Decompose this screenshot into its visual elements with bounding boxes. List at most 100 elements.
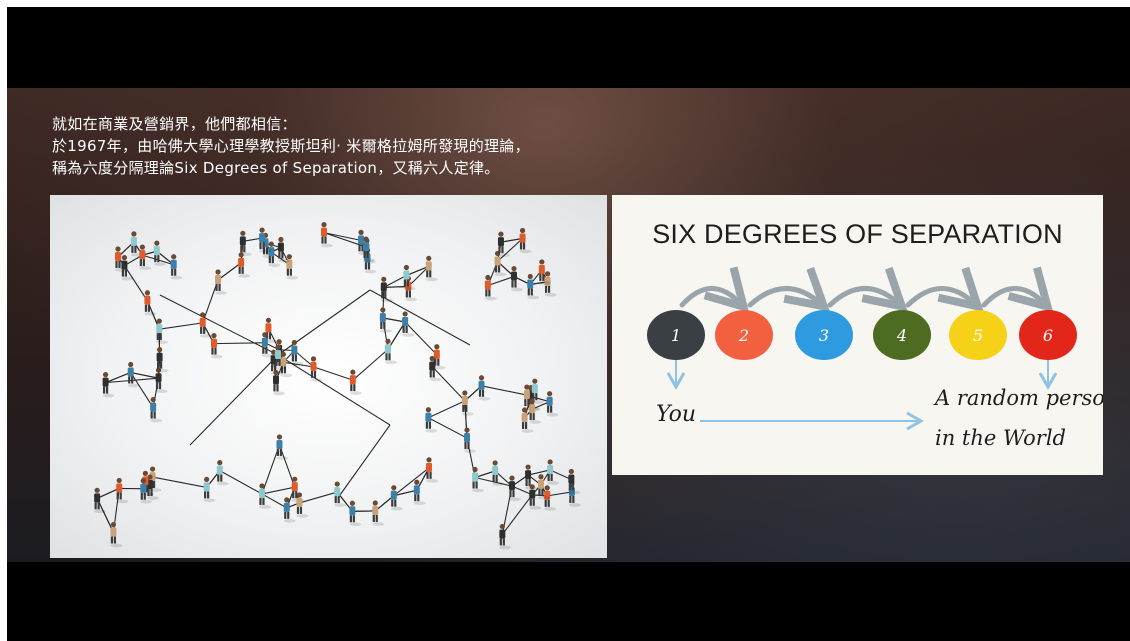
person-icon — [110, 521, 123, 548]
step-6-circle: 6 — [1019, 310, 1077, 360]
person-icon — [215, 269, 228, 295]
person-icon — [568, 468, 581, 495]
person-icon — [390, 485, 403, 511]
you-label: You — [656, 402, 696, 427]
curve-arrow-icon — [679, 266, 750, 313]
person-icon — [425, 407, 438, 433]
person-icon — [372, 500, 385, 526]
person-icon — [429, 355, 442, 382]
step-4-circle: 4 — [873, 310, 931, 360]
degrees-chain: 1 2 3 4 5 6 You A random person in the World — [647, 266, 1103, 450]
person-icon — [413, 479, 426, 506]
person-icon — [544, 271, 557, 297]
step-3-label: 3 — [819, 326, 829, 345]
person-icon — [170, 254, 183, 280]
person-icon — [537, 474, 550, 500]
person-icon — [519, 227, 532, 254]
person-icon — [272, 369, 285, 396]
person-icon — [334, 481, 347, 507]
person-figures — [94, 222, 581, 550]
person-icon — [259, 227, 272, 253]
step-5-label: 5 — [973, 326, 983, 345]
step-2-label: 2 — [738, 326, 749, 345]
person-icon — [121, 255, 134, 281]
curve-arrow-icon — [827, 266, 908, 312]
person-icon — [283, 497, 296, 523]
person-icon — [210, 333, 223, 359]
person-icon — [497, 231, 510, 257]
person-icon — [116, 477, 129, 504]
person-icon — [547, 459, 560, 485]
person-icon — [510, 265, 523, 292]
person-icon — [102, 372, 115, 398]
person-icon — [203, 476, 216, 503]
person-icon — [127, 361, 140, 388]
caption-line-2: 於1967年，由哈佛大學心理學教授斯坦利· 米爾格拉姆所發現的理論， — [52, 137, 530, 155]
person-icon — [538, 259, 551, 285]
people-network-illustration — [50, 195, 607, 558]
person-icon — [527, 273, 540, 300]
person-icon — [402, 311, 415, 337]
curve-arrow-icon — [747, 266, 830, 312]
connection-curves — [679, 266, 1054, 313]
person-icon — [320, 222, 333, 248]
person-icon — [463, 427, 476, 453]
step-6-label: 6 — [1043, 326, 1053, 345]
step-1-label: 1 — [671, 326, 681, 345]
person-icon — [153, 240, 166, 266]
person-icon — [280, 351, 293, 378]
person-icon — [521, 407, 534, 433]
six-degrees-diagram: SIX DEGREES OF SEPARATION 1 2 3 4 5 6 You A r… — [612, 195, 1103, 475]
person-icon — [499, 523, 512, 550]
person-icon — [156, 318, 169, 344]
slide-caption: 就如在商業及營銷界，他們都相信： 於1967年，由哈佛大學心理學教授斯坦利· 米… — [52, 113, 752, 179]
person-icon — [216, 460, 229, 486]
person-icon — [426, 457, 439, 483]
caption-line-1: 就如在商業及營銷界，他們都相信： — [52, 115, 297, 133]
person-icon — [286, 254, 299, 280]
person-icon — [363, 236, 376, 262]
person-icon — [277, 236, 290, 263]
person-icon — [385, 338, 398, 365]
person-icon — [508, 475, 521, 501]
person-icon — [433, 344, 446, 370]
person-icon — [199, 312, 212, 338]
person-icon — [380, 276, 393, 303]
curve-arrow-icon — [905, 266, 984, 312]
person-icon — [238, 252, 251, 278]
person-icon — [461, 390, 474, 416]
person-icon — [94, 487, 107, 514]
person-icon — [291, 339, 304, 366]
person-icon — [296, 492, 309, 518]
person-icon — [349, 500, 362, 527]
person-icon — [529, 398, 542, 424]
person-icon — [349, 369, 362, 395]
person-icon — [276, 434, 289, 460]
person-icon — [140, 478, 153, 504]
person-icon — [268, 241, 281, 267]
person-icon — [150, 396, 163, 423]
person-icon — [144, 290, 157, 316]
person-icon — [531, 378, 544, 404]
person-icon — [403, 264, 416, 291]
end-label-line-1: A random person — [933, 386, 1103, 410]
person-icon — [310, 356, 323, 382]
person-icon — [544, 485, 557, 511]
person-icon — [258, 483, 271, 509]
person-icon — [529, 484, 542, 510]
person-icon — [147, 474, 160, 500]
curve-arrow-icon — [981, 266, 1054, 313]
network-graphic — [94, 222, 581, 550]
diagram-title: SIX DEGREES OF SEPARATION — [652, 219, 1063, 249]
step-circles: 1 2 3 4 5 6 — [647, 310, 1077, 360]
person-icon — [492, 460, 505, 486]
person-icon — [379, 307, 392, 333]
step-1-circle: 1 — [647, 310, 705, 360]
step-2-circle: 2 — [715, 310, 773, 360]
person-icon — [155, 367, 168, 394]
person-icon — [156, 347, 169, 373]
person-icon — [425, 255, 438, 282]
end-label-line-2: in the World — [935, 426, 1066, 450]
person-icon — [261, 332, 274, 358]
caption-line-3: 稱為六度分隔理論Six Degrees of Separation，又稱六人定律… — [52, 159, 500, 177]
